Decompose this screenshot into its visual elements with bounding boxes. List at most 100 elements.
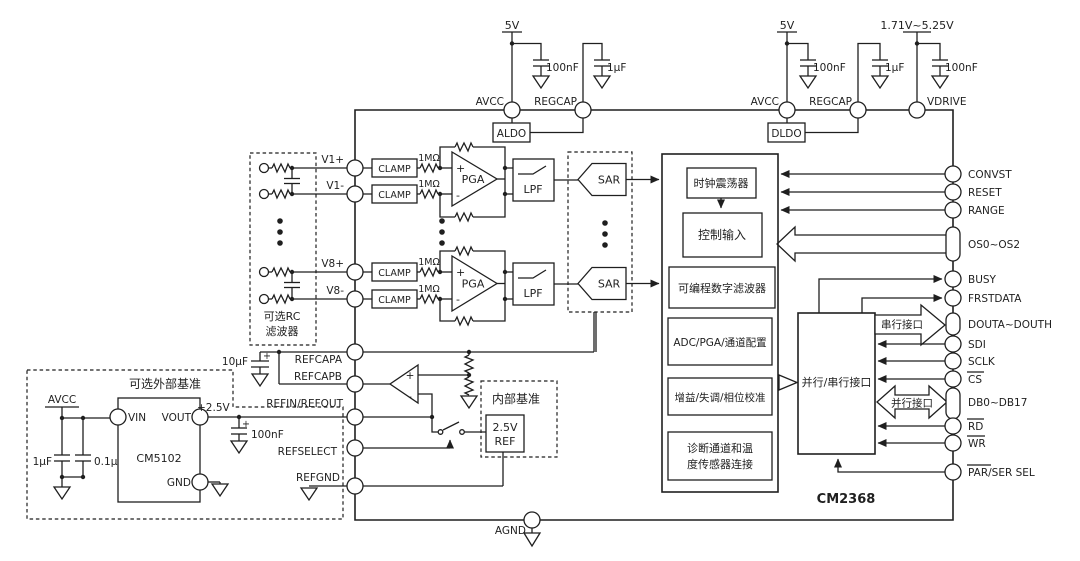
sar-label: SAR (598, 278, 621, 291)
pin-os0-os2 (945, 226, 961, 262)
input-terminal (258, 266, 270, 278)
lpf-symbol-icon (518, 165, 547, 175)
ref-2v5-label-2: REF (495, 435, 516, 448)
cap-100nf-a: 100nF (546, 62, 579, 74)
sar-group-box (567, 151, 633, 313)
external-reference-section: 可选外部基准 AVCC 1µF 0.1µF VIN VOUT CM5102 GN… (26, 369, 344, 520)
adc-config-block (667, 317, 773, 366)
cap-1uf-b: 1µF (885, 62, 904, 74)
pin-busy (944, 270, 962, 288)
diagnostics-label-1: 诊断通道和温 (687, 441, 753, 455)
cap-10uf-label: 10µF (222, 356, 248, 368)
ground-icon (229, 440, 249, 455)
rc-filter-label-2: 滤波器 (266, 325, 299, 338)
pin-label-refcapb: REFCAPB (294, 371, 342, 383)
ground-icon (531, 75, 551, 90)
resistor-1m-label: 1MΩ (418, 257, 440, 268)
input-terminal (258, 293, 270, 305)
pin-label-rd: RD (968, 421, 983, 433)
diagnostics-label-2: 度传感器连接 (687, 457, 753, 471)
external-reference-box (26, 369, 344, 520)
par-ser-interface-box (797, 312, 876, 455)
cap-plus: + (242, 419, 250, 430)
cap-01uf-ext-label: 0.1µF (94, 456, 123, 468)
ground-icon (210, 483, 230, 498)
pin-sclk (944, 352, 962, 370)
aldo-block (492, 122, 531, 143)
pga-minus: - (456, 189, 460, 202)
internal-reference-label: 内部基准 (492, 391, 540, 406)
calibration-label: 增益/失调/相位校准 (674, 391, 765, 404)
calibration-block (667, 377, 773, 416)
par-ser-interface-label: 并行/串行接口 (802, 375, 872, 389)
pin-refgnd (346, 477, 364, 495)
digital-filter-label: 可编程数字滤波器 (678, 281, 766, 295)
pin-douta-douth (945, 312, 961, 336)
pin-v1n (346, 185, 364, 203)
cap-1uf-a: 1µF (607, 62, 626, 74)
pin-gnd (191, 473, 209, 491)
pin-label-sdi: SDI (968, 339, 986, 351)
pin-label-cs: CS (968, 374, 982, 386)
pin-label-reset: RESET (968, 187, 1002, 199)
external-reference-label: 可选外部基准 (129, 376, 201, 391)
pin-refin-refout (346, 408, 364, 426)
pin-label-wr: WR (968, 438, 986, 450)
clamp-label: CLAMP (378, 295, 411, 306)
pga-plus: + (456, 266, 465, 279)
pin-label-dout: DOUTA~DOUTH (968, 319, 1052, 331)
pin-frstdata (944, 289, 962, 307)
input-terminal (258, 188, 270, 200)
pin-label-sclk: SCLK (968, 356, 996, 368)
clamp-label: CLAMP (378, 164, 411, 175)
pin-sdi (944, 335, 962, 353)
gnd-label: GND (167, 477, 191, 489)
pin-db0-db17 (945, 387, 961, 420)
pin-refcapb (346, 375, 364, 393)
pin-label-convst: CONVST (968, 169, 1012, 181)
chip-name: CM2368 (817, 492, 876, 507)
pin-v8p (346, 263, 364, 281)
parallel-interface-label: 并行接口 (891, 397, 933, 410)
analog-input-section: 可选RC 滤波器 V1+ V1- V8+ V8- CLAMP CLAMP CLA… (249, 141, 660, 352)
reference-section: + - 内部基准 2.5V REF 10µF + + 100nF REFCAPA… (208, 312, 595, 548)
pin-avcc-a (503, 101, 521, 119)
pin-regcap-a (574, 101, 592, 119)
pin-label-busy: BUSY (968, 274, 997, 286)
pin-par-ser-sel (944, 463, 962, 481)
ext-avcc-label: AVCC (48, 394, 76, 406)
v25-label: +2.5V (197, 402, 230, 414)
chip-pins (346, 101, 962, 529)
pin-label-v1n: V1- (326, 180, 344, 192)
rc-filter-label-1: 可选RC (264, 310, 301, 323)
clock-osc-label: 时钟震荡器 (694, 176, 749, 190)
lpf-label: LPF (523, 183, 542, 196)
power-section: 5V 5V 1.71V~5.25V 100nF 1µF 100nF 1µF 10… (476, 19, 978, 143)
pga-plus: + (456, 162, 465, 175)
pin-refselect (346, 439, 364, 457)
pin-label-avcc-b: AVCC (751, 96, 779, 108)
ground-icon (592, 75, 612, 90)
internal-reference-box (480, 380, 558, 458)
aldo-label: ALDO (497, 128, 526, 140)
pin-label-frstdata: FRSTDATA (968, 293, 1022, 305)
clock-osc-block (686, 167, 757, 199)
ground-icon (250, 373, 270, 388)
pin-label-range: RANGE (968, 205, 1005, 217)
pin-range (944, 201, 962, 219)
pin-reset (944, 183, 962, 201)
pin-vin (109, 408, 127, 426)
supply-5v-b: 5V (780, 19, 795, 32)
clamp-label: CLAMP (378, 268, 411, 279)
lpf-label: LPF (523, 287, 542, 300)
pga-minus: - (456, 293, 460, 306)
pin-label-avcc-a: AVCC (476, 96, 504, 108)
pin-v8n (346, 290, 364, 308)
adc-config-label: ADC/PGA/通道配置 (673, 336, 766, 349)
pga-amplifier (451, 150, 499, 208)
pin-rd (944, 417, 962, 435)
pga-label: PGA (462, 278, 485, 291)
pin-label-v1p: V1+ (321, 154, 344, 166)
